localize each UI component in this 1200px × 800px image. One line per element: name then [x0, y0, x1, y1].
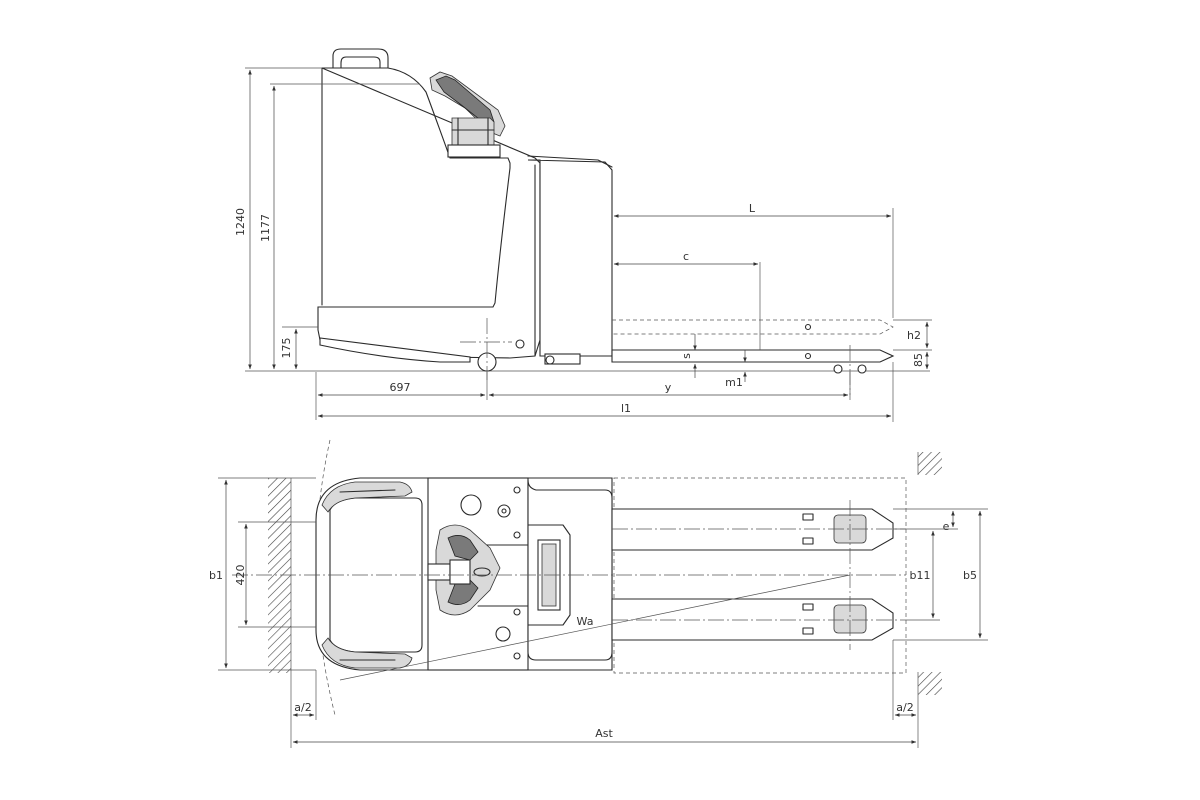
top-view: Wa b1 420 e b11 b5 a/2 a/2 Ast	[209, 439, 988, 748]
load-wheel-1	[833, 364, 843, 374]
label-half-aisle-right: a/2	[896, 701, 913, 714]
label-length-L: L	[749, 202, 756, 215]
label-width-420: 420	[234, 565, 247, 586]
tiller-head	[429, 71, 506, 158]
label-half-aisle-left: a/2	[294, 701, 311, 714]
key-switch	[460, 494, 482, 516]
label-fork-outer-b5: b5	[963, 569, 977, 582]
turning-arc	[315, 439, 336, 716]
label-width-b1: b1	[209, 569, 223, 582]
pallet-outline	[613, 477, 907, 674]
label-fork-spacing-e: e	[943, 520, 950, 533]
label-height-platform: 175	[280, 338, 293, 359]
fork-lower	[611, 349, 895, 363]
grab-rail-top	[321, 481, 413, 513]
label-ground-clearance: m1	[725, 376, 743, 389]
label-turning-radius: Wa	[577, 615, 594, 628]
compartment-lid	[527, 155, 613, 168]
label-height-tiller: 1177	[259, 214, 272, 242]
tiller-base	[447, 144, 501, 158]
load-wheel-2	[857, 364, 867, 374]
label-fork-height-85: 85	[912, 353, 925, 367]
label-front-length: 697	[390, 381, 411, 394]
truck-body	[317, 67, 541, 359]
wall-left	[268, 478, 291, 673]
support-foot	[544, 353, 581, 365]
label-fork-height-h2: h2	[907, 329, 921, 342]
fork-raised-outline	[612, 319, 894, 335]
wall-right-top	[918, 452, 942, 475]
label-aisle-ast: Ast	[595, 727, 613, 740]
side-view: 1240 1177 175 L c s m1 h2 85 697 y l1	[234, 48, 932, 422]
label-load-center-c: c	[683, 250, 689, 263]
battery-compartment	[527, 159, 613, 357]
body-bolt	[515, 339, 525, 349]
tiller-top	[427, 524, 501, 616]
turning-radius-line	[339, 574, 851, 681]
label-fork-width-b11: b11	[910, 569, 931, 582]
label-overall-length: l1	[621, 402, 631, 415]
emergency-stop	[495, 626, 511, 642]
fork-top	[611, 508, 894, 551]
label-wheelbase: y	[665, 381, 672, 394]
label-fork-thickness: s	[680, 353, 693, 359]
base-plate	[319, 337, 471, 363]
wall-right-bottom	[918, 672, 942, 695]
label-height-total: 1240	[234, 208, 247, 236]
